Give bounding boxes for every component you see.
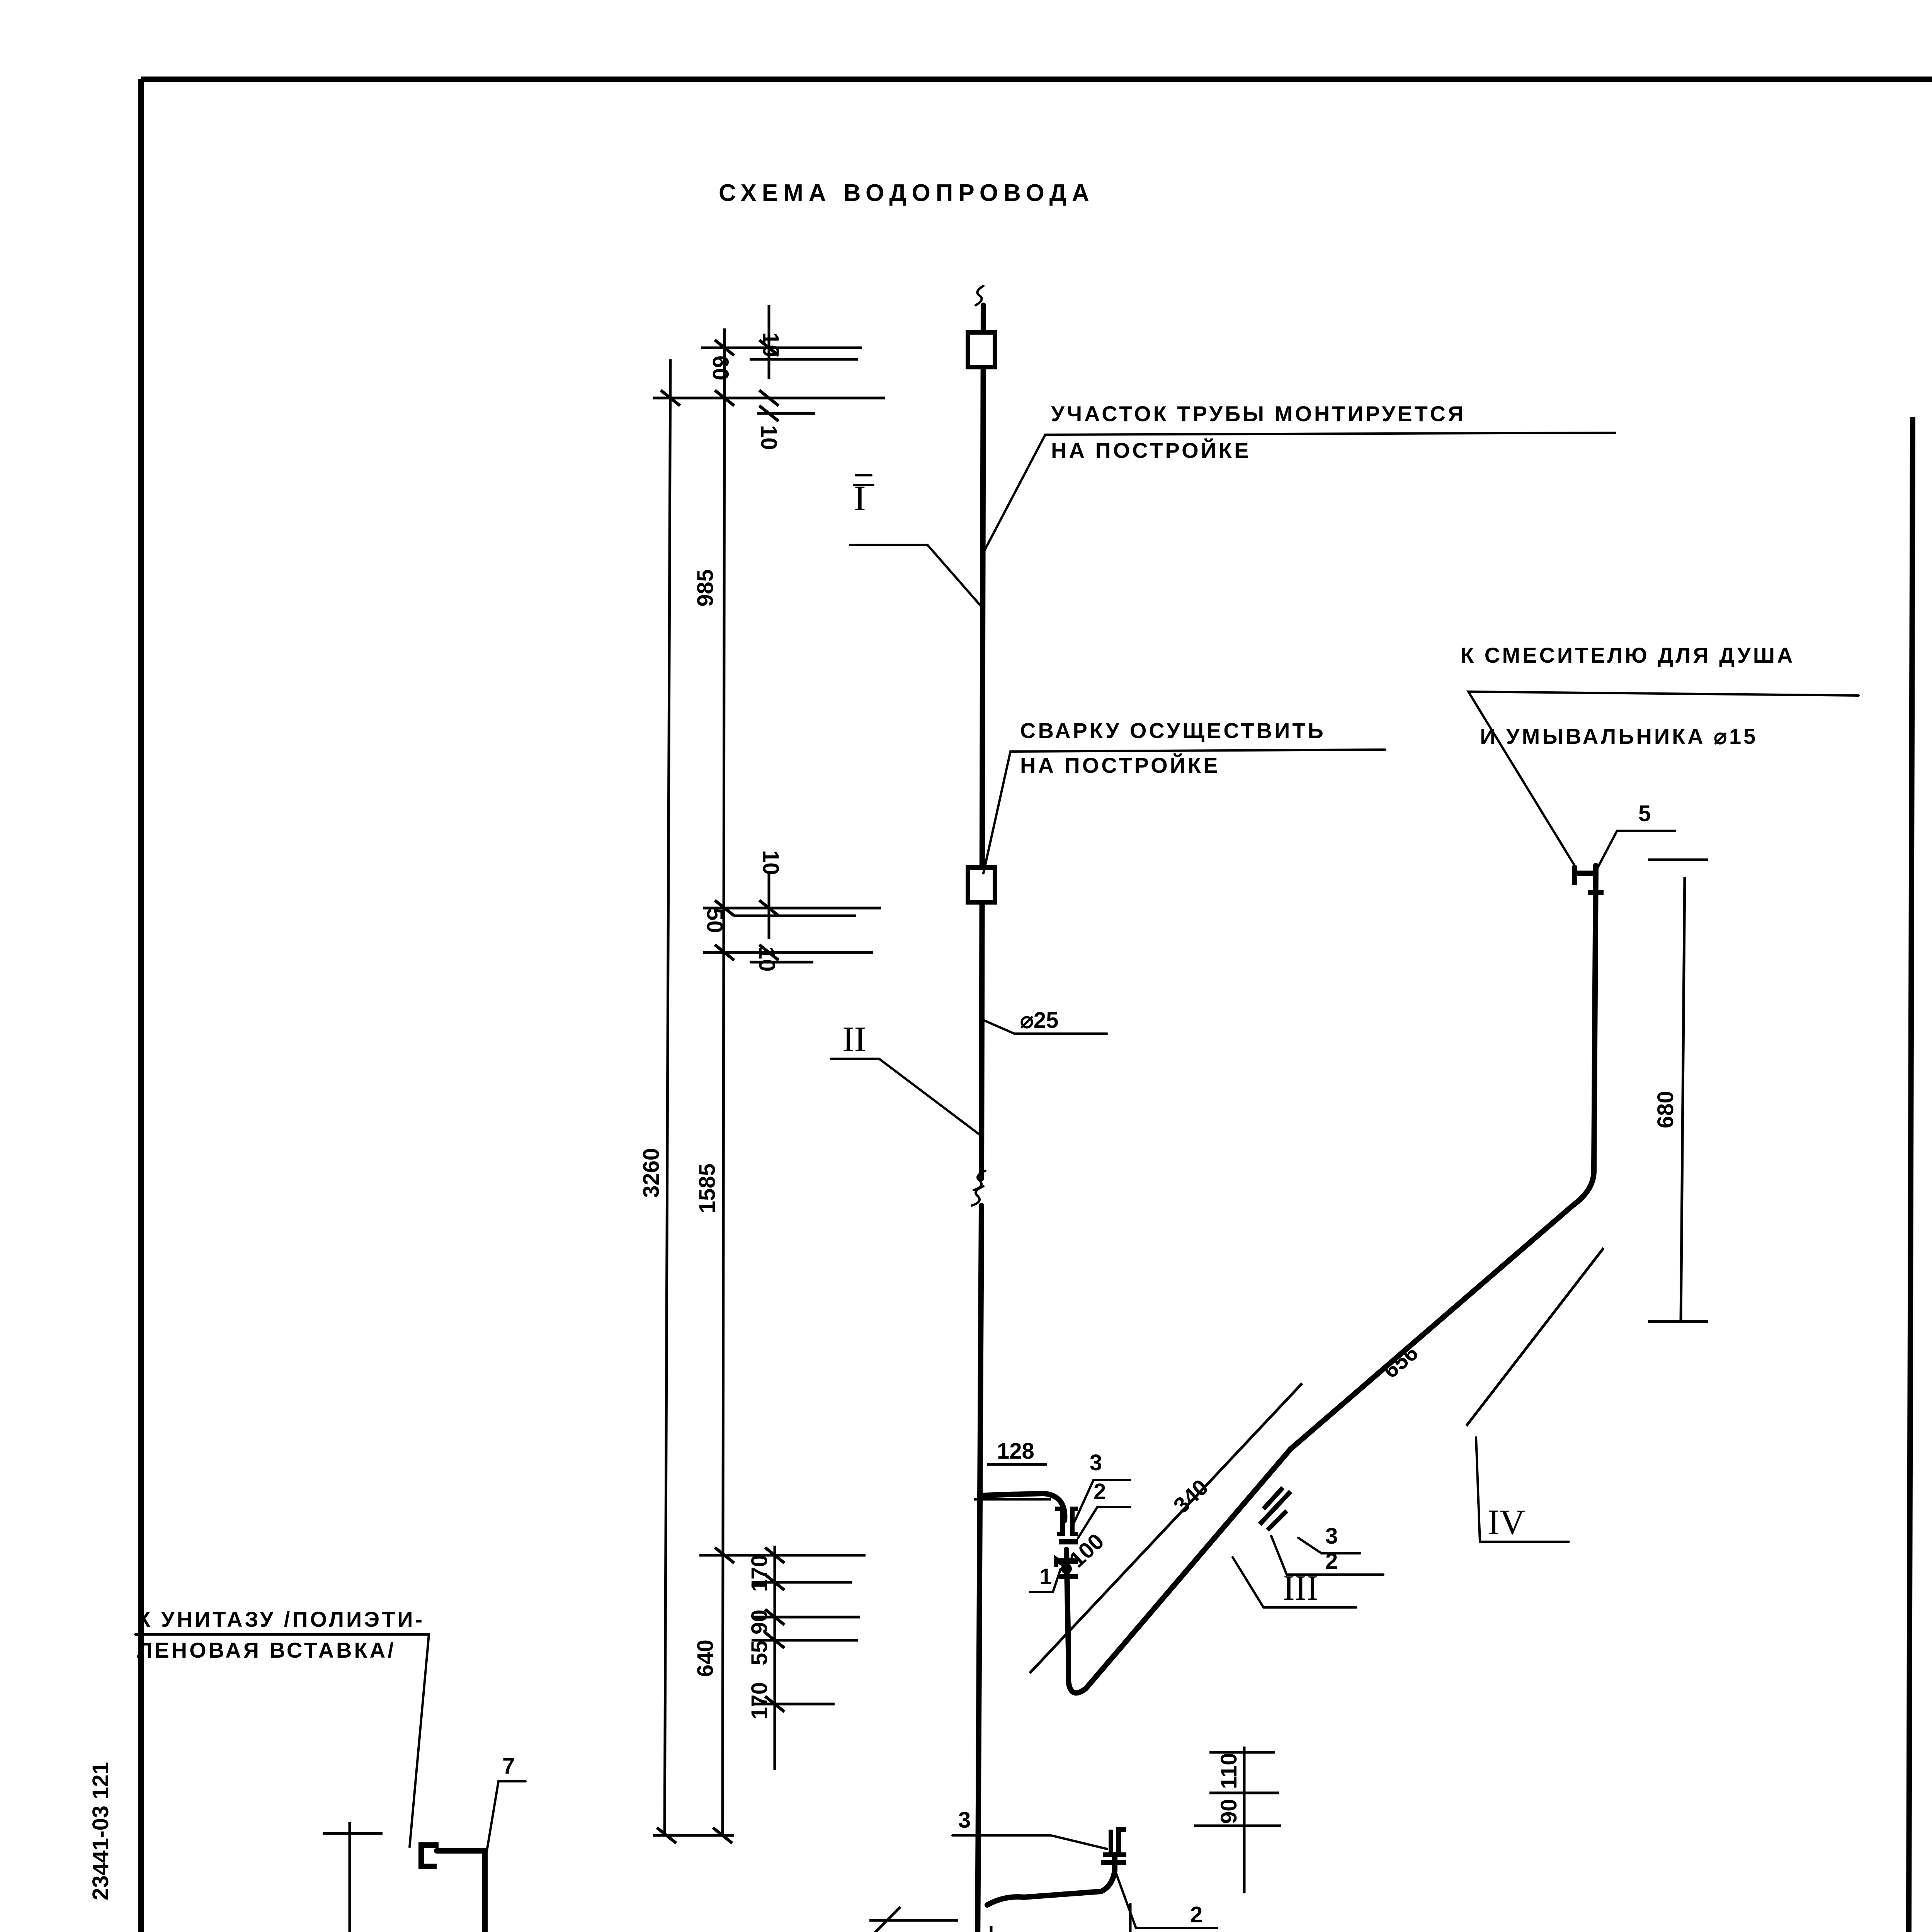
dim-50: 50 — [702, 908, 727, 933]
pipe-diameter-label: ⌀25 — [1020, 1008, 1058, 1033]
dim-170-b: 170 — [747, 1682, 772, 1719]
note-shower-line2: И УМЫВАЛЬНИКА ⌀15 — [1480, 724, 1758, 748]
riser-pipe-lower — [975, 1203, 984, 1932]
dim-90-a: 90 — [747, 1609, 772, 1634]
archive-number: 23441-03 121 — [88, 1762, 113, 1900]
position-7: 7 — [502, 1753, 515, 1779]
segment-label-I: I — [849, 474, 983, 608]
break-symbol-mid — [971, 1170, 986, 1207]
sheet-frame — [138, 77, 1932, 1932]
position-2-lower: 2 — [1190, 1902, 1202, 1927]
dim-60: 60 — [708, 355, 733, 381]
fitting-7 — [418, 1842, 439, 1869]
toilet-pipe-vertical — [434, 1848, 488, 1932]
frame-right-border — [1906, 417, 1915, 1932]
dim-55: 55 — [747, 1640, 772, 1665]
position-2-diagonal: 2 — [1325, 1549, 1338, 1574]
dim-10-mid-b: 10 — [754, 947, 779, 972]
note-pipe-on-site-line2: НА ПОСТРОЙКЕ — [1051, 438, 1251, 463]
dim-340: 340 — [1169, 1475, 1213, 1519]
main-riser — [966, 285, 997, 1932]
branch-V-VI: 7 6 5 VI V 499 445 40 55 250 К УНИТАЗУ /… — [134, 1607, 958, 1932]
dim-3260: 3260 — [639, 1148, 664, 1198]
segment-label-II: II ⌀25 — [830, 1008, 1108, 1137]
position-1: 1 — [1039, 1564, 1052, 1589]
riser-pipe-upper — [979, 303, 986, 1181]
dim-10-mid-a: 10 — [758, 850, 783, 875]
segment-III-label: III — [1283, 1568, 1318, 1607]
break-symbol-top — [975, 285, 985, 306]
note-shower-line1: К СМЕСИТЕЛЮ ДЛЯ ДУША — [1461, 643, 1795, 667]
dim-90-b: 90 — [1216, 1799, 1242, 1824]
note-toilet-line2: ЛЕНОВАЯ ВСТАВКА/ — [137, 1638, 396, 1662]
note-pipe-on-site: УЧАСТОК ТРУБЫ МОНТИРУЕТСЯ НА ПОСТРОЙКЕ — [982, 401, 1616, 554]
dim-640: 640 — [693, 1639, 718, 1677]
side-stamp: ВЗАМ. ИНВ. № ПОДПИСЬ И ДАТА ИНВ. № ПОДЛ.… — [88, 1762, 113, 1900]
note-weld-line2: НА ПОСТРОЙКЕ — [1020, 753, 1220, 777]
dim-170-a: 170 — [747, 1554, 772, 1592]
branch-diagonal-IV — [1066, 1446, 1293, 1696]
dim-680: 680 — [1653, 1091, 1678, 1128]
branch-III: 3 2 1 3 2 3 2 III 128 340 100 110 90 220 — [951, 1382, 1384, 1932]
dim-10-top-b: 10 — [756, 425, 781, 450]
coupling-weld — [966, 865, 997, 905]
note-weld-line1: СВАРКУ ОСУЩЕСТВИТЬ — [1020, 718, 1326, 743]
segment-IV-label: IV — [1488, 1502, 1525, 1542]
fitting-3-lower — [1103, 1827, 1126, 1857]
vertical-dimension-chains: 10 60 10 985 10 50 10 3260 1585 170 90 5… — [639, 305, 885, 1845]
dim-128: 128 — [997, 1439, 1034, 1464]
position-3-lower: 3 — [958, 1808, 971, 1833]
dim-985: 985 — [693, 569, 718, 607]
shower-pipe — [1288, 863, 1599, 1452]
position-2-upper: 2 — [1094, 1479, 1106, 1504]
dim-10-top-a: 10 — [758, 332, 783, 357]
dim-line-985-1585-640 — [721, 328, 726, 1836]
dim-110: 110 — [1216, 1753, 1242, 1789]
segment-II-label: II — [842, 1019, 866, 1059]
leader-shower — [1466, 690, 1860, 867]
dim-line-3260 — [663, 359, 672, 1836]
segment-I-label: I — [854, 478, 866, 518]
branch-lower-bend — [985, 1852, 1117, 1908]
note-toilet-line1: К УНИТАЗУ /ПОЛИЭТИ- — [137, 1607, 425, 1631]
dim-656: 656 — [1378, 1340, 1423, 1383]
fitting-3-diagonal — [1258, 1486, 1293, 1532]
position-3-upper: 3 — [1090, 1450, 1102, 1475]
position-3-diagonal: 3 — [1325, 1524, 1338, 1549]
drawing-title: СХЕМА ВОДОПРОВОДА — [719, 180, 1095, 206]
dim-1585: 1585 — [695, 1163, 720, 1213]
note-weld-on-site: СВАРКУ ОСУЩЕСТВИТЬ НА ПОСТРОЙКЕ — [982, 718, 1386, 874]
fitting-3-upper — [1055, 1507, 1078, 1536]
note-pipe-on-site-line1: УЧАСТОК ТРУБЫ МОНТИРУЕТСЯ — [1051, 401, 1466, 426]
branch-IV: 5 К СМЕСИТЕЛЮ ДЛЯ ДУША И УМЫВАЛЬНИКА ⌀15… — [1288, 643, 1860, 1543]
coupling-top — [966, 330, 997, 369]
branch-upper-bend — [981, 1491, 1068, 1523]
position-5-shower: 5 — [1638, 801, 1651, 826]
